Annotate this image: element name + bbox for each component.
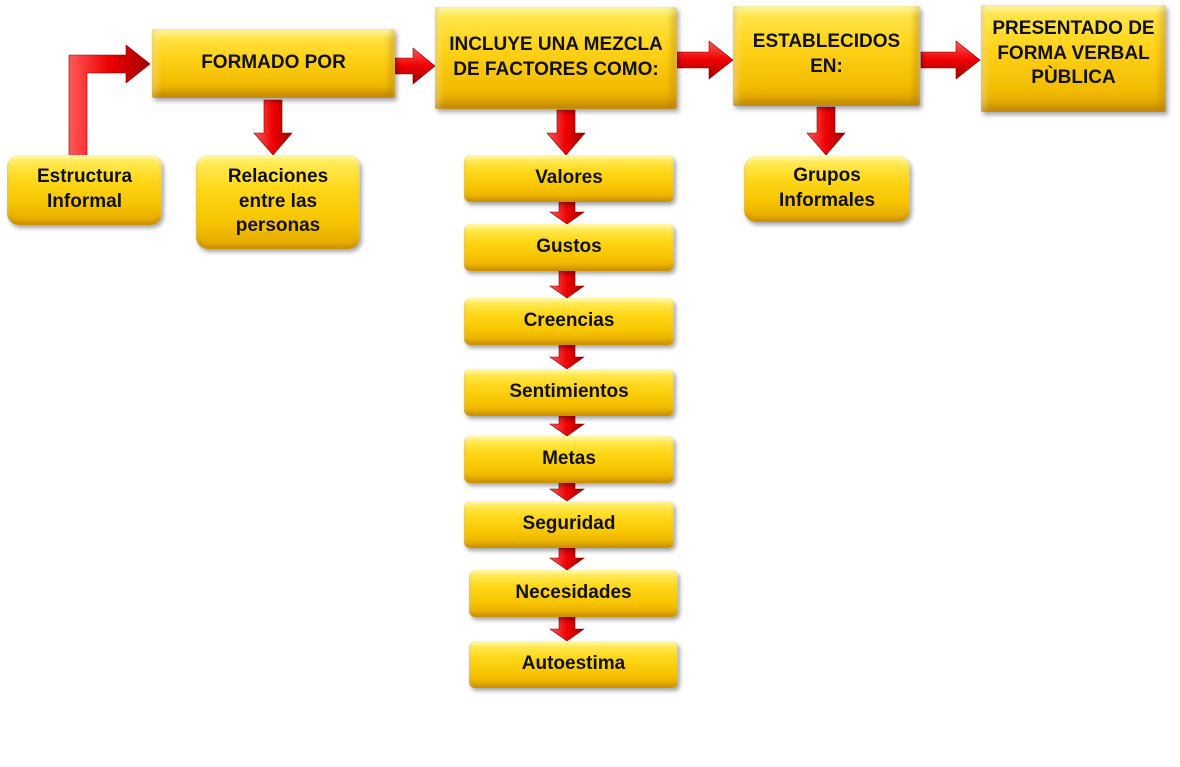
down-arrow [806,106,846,156]
presentado-box: PRESENTADO DE FORMA VERBAL PÙBLICA [981,5,1166,112]
small-down-arrow [549,344,585,370]
factor-label: Metas [542,448,596,470]
factor-box-gustos: Gustos [464,224,674,271]
factor-box-sentimientos: Sentimientos [464,369,674,416]
formado-por-label: FORMADO POR [201,52,346,74]
factor-box-creencias: Creencias [464,298,674,345]
small-down-arrow [549,201,585,225]
factor-label: Valores [535,167,603,189]
factor-label: Creencias [523,310,615,332]
factor-label: Autoestima [521,653,626,675]
down-arrow [546,109,586,156]
factor-box-valores: Valores [464,155,674,202]
small-down-arrow [549,482,585,502]
right-arrow [394,47,436,85]
establecidos-box: ESTABLECIDOS EN: [733,6,920,106]
factor-label: Necesidades [515,582,632,604]
factor-label: Sentimientos [509,381,629,403]
incluye-label: INCLUYE UNA MEZCLA DE FACTORES COMO: [449,34,663,80]
elbow-arrow [68,44,151,157]
small-down-arrow [549,270,585,299]
establecidos-label: ESTABLECIDOS EN: [752,31,901,77]
relaciones-box: Relaciones entre las personas [196,155,360,249]
small-down-arrow [549,415,585,437]
down-arrow [253,99,293,156]
small-down-arrow [549,547,585,571]
factor-box-necesidades: Necesidades [469,570,678,617]
factor-label: Seguridad [522,513,616,535]
estructura-informal-box: Estructura Informal [7,155,162,225]
factor-box-seguridad: Seguridad [464,501,674,548]
estructura-informal-label: Estructura Informal [36,166,133,212]
incluye-box: INCLUYE UNA MEZCLA DE FACTORES COMO: [435,7,677,109]
small-down-arrow [549,616,585,642]
factor-box-autoestima: Autoestima [469,641,678,688]
grupos-informales-label: Grupos Informales [778,165,876,211]
right-arrow [676,40,734,80]
formado-por-box: FORMADO POR [152,29,395,98]
factor-box-metas: Metas [464,436,674,483]
right-arrow [920,40,981,80]
grupos-informales-box: Grupos Informales [744,156,910,222]
factor-label: Gustos [536,236,602,258]
presentado-label: PRESENTADO DE FORMA VERBAL PÙBLICA [992,18,1155,89]
relaciones-label: Relaciones entre las personas [227,165,329,237]
